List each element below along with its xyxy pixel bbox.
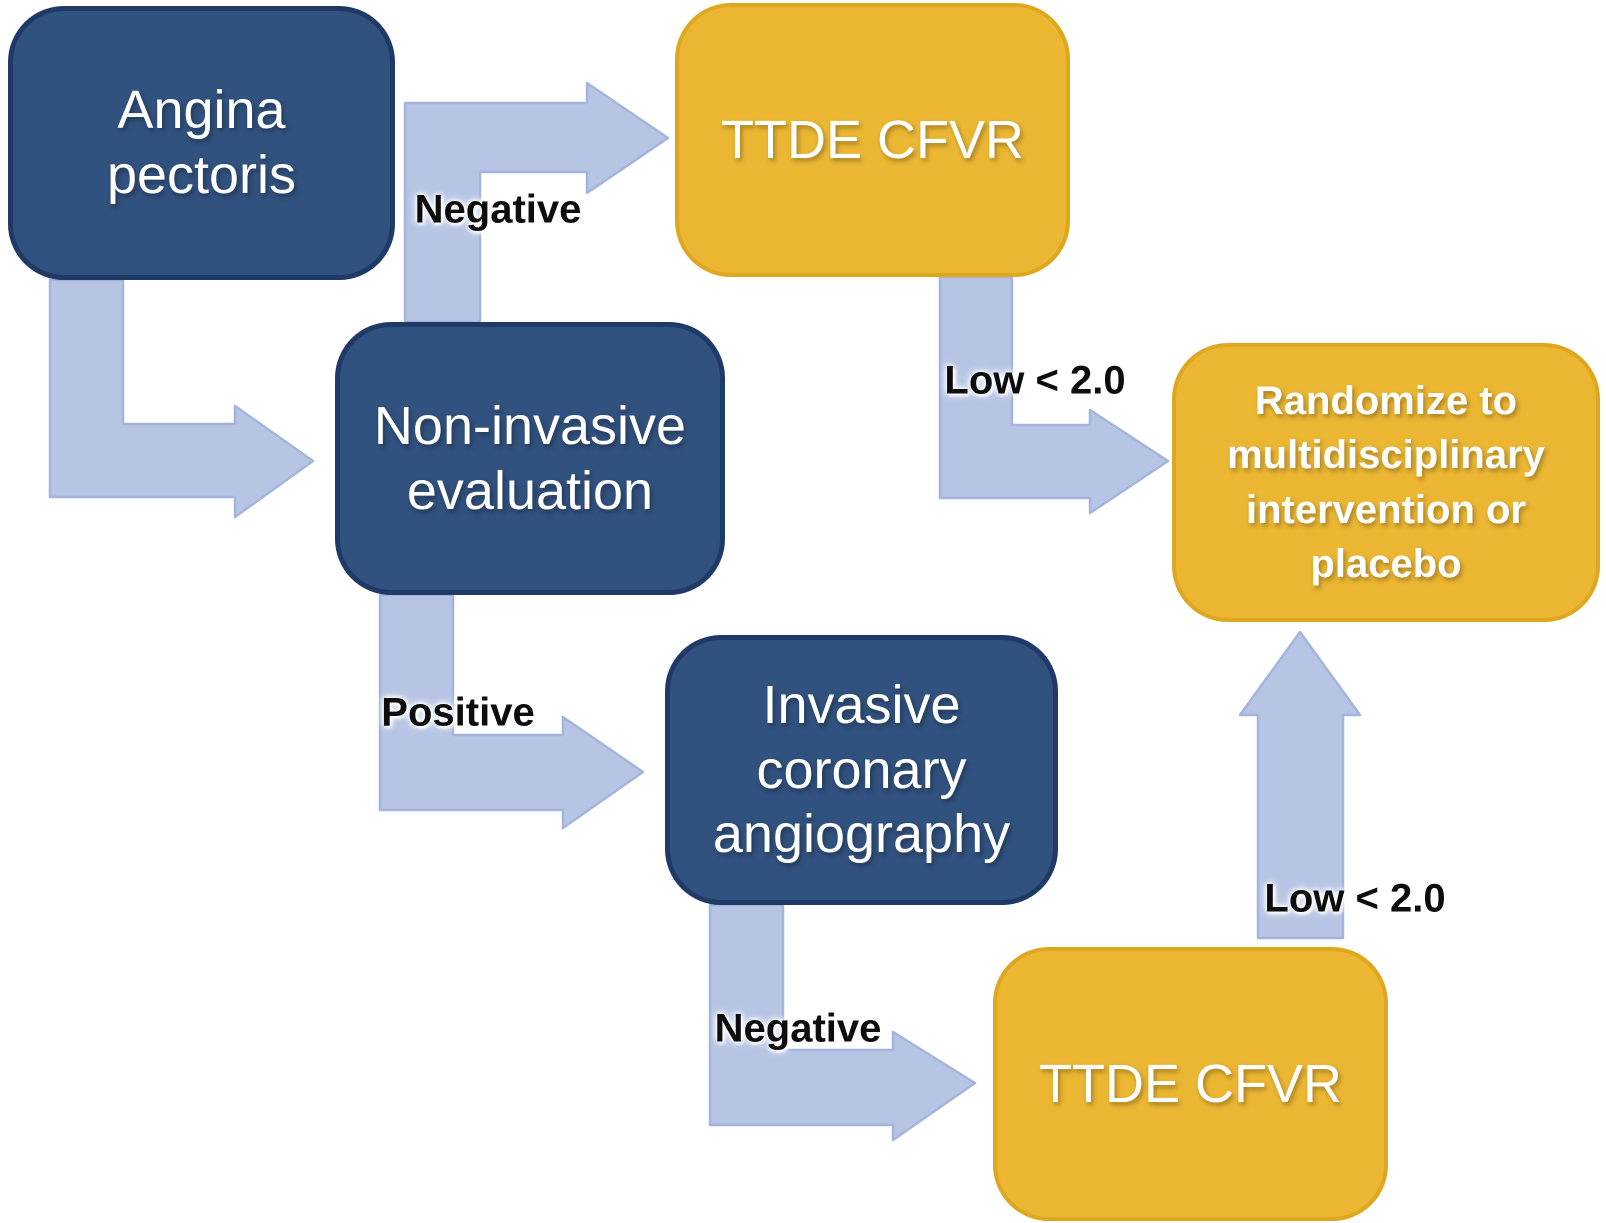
arrow-angina-to-noninvasive xyxy=(48,278,315,519)
arrow-invasive-to-ttde-bottom xyxy=(708,903,977,1142)
edge-label-positive: Positive xyxy=(381,690,535,735)
node-angina-pectoris: Angina pectoris xyxy=(8,6,395,280)
arrow-ttde-bottom-to-randomize xyxy=(1238,630,1362,940)
edge-label-negative-top: Negative xyxy=(414,187,582,232)
arrow-noninvasive-to-invasive xyxy=(378,593,645,830)
edge-label-low-cfvr-bottom: Low < 2.0 xyxy=(1264,876,1446,921)
edge-label-low-cfvr-top: Low < 2.0 xyxy=(944,358,1126,403)
edge-label-negative-bottom: Negative xyxy=(714,1006,882,1051)
node-ttde-cfvr-bottom: TTDE CFVR xyxy=(993,947,1388,1221)
node-ttde-cfvr-top: TTDE CFVR xyxy=(675,3,1070,277)
arrow-ttde-top-to-randomize xyxy=(938,275,1170,515)
arrow-noninvasive-to-ttde-top xyxy=(403,81,670,324)
node-non-invasive-evaluation: Non-invasive evaluation xyxy=(335,322,725,595)
node-invasive-coronary-angiography: Invasive coronary angiography xyxy=(665,635,1058,905)
node-randomize-intervention-or-placebo: Randomize to multidisciplinary intervent… xyxy=(1172,343,1600,622)
